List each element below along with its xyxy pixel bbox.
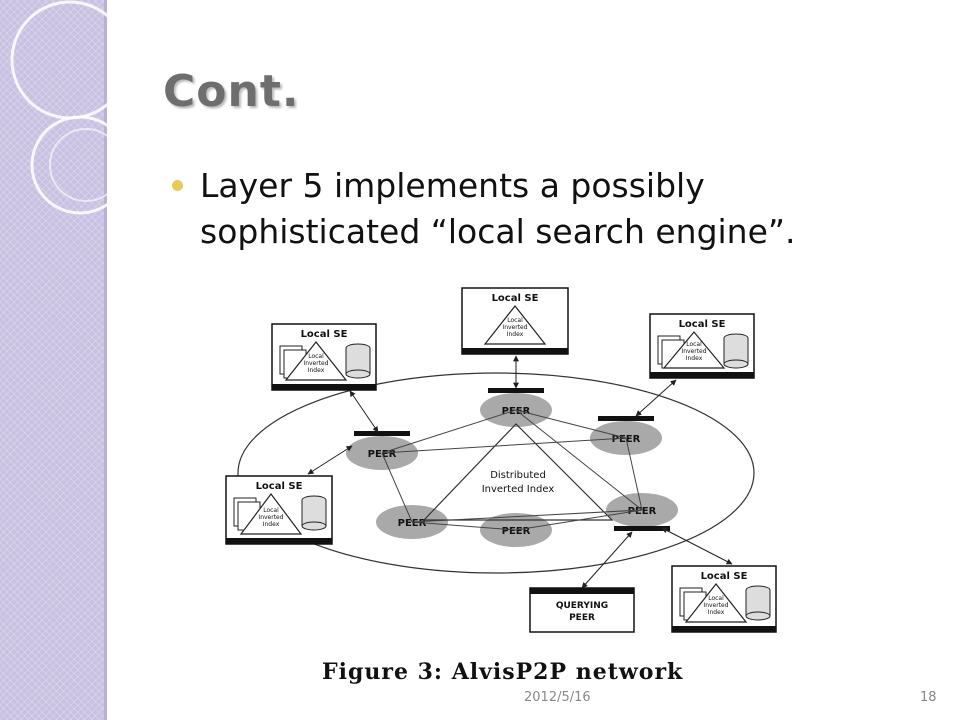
local-se-right-top-db-bottom — [723, 359, 749, 369]
local-se-left-index-triangle — [239, 493, 303, 535]
local-se-top-index-line-3: Index — [507, 331, 524, 338]
swirl-decoration — [10, 0, 130, 215]
local-se-left-top-index-triangle — [284, 341, 348, 381]
local-se-right-top-index-line-2: Inverted — [681, 348, 706, 355]
se-peer-arrow — [349, 390, 379, 433]
local-se-right-top-bar — [650, 372, 754, 378]
local-se-left-label: Local SE — [256, 481, 303, 492]
peer-bar — [614, 526, 670, 531]
local-se-bottom-right-index-triangle — [684, 583, 748, 623]
local-se-top-index-line-2: Inverted — [502, 324, 527, 331]
se-peer-arrow — [661, 527, 733, 565]
bullet-text: Layer 5 implements a possibly sophistica… — [200, 163, 795, 255]
local-se-bottom-right-db-bottom — [745, 611, 771, 621]
local-se-top-index-triangle — [483, 305, 547, 345]
querying-peer-bar — [530, 588, 634, 594]
local-se-bottom-right-index-line-3: Index — [708, 609, 725, 616]
local-se-left-index-line-1: Local — [263, 507, 279, 514]
network-ellipse — [237, 372, 755, 574]
distributed-label-line-2: Inverted Index — [482, 484, 555, 495]
network-figure: PEERPEERPEERPEERPEERPEERDistributedInver… — [200, 276, 800, 696]
peer-link — [381, 437, 627, 454]
peer-label: PEER — [502, 526, 531, 537]
local-se-left-bar — [226, 538, 332, 544]
se-peer-arrow — [581, 531, 633, 589]
sidebar-edge — [104, 0, 107, 720]
peer-link — [381, 409, 517, 454]
peer-bar — [598, 416, 654, 421]
peer-bar — [488, 388, 544, 393]
local-se-left-index-line-3: Index — [263, 521, 280, 528]
local-se-bottom-right-index-line-2: Inverted — [703, 602, 728, 609]
local-se-left-top-index-line-1: Local — [308, 353, 324, 360]
local-se-right-top-index-line-3: Index — [686, 355, 703, 362]
local-se-left-top-index-line-2: Inverted — [303, 360, 328, 367]
footer-page-number: 18 — [920, 690, 937, 705]
slide-title: Cont. — [163, 66, 300, 117]
alvis-network-diagram: PEERPEERPEERPEERPEERPEERDistributedInver… — [225, 287, 777, 633]
querying-peer-line-2: PEER — [569, 613, 595, 623]
peer-link — [411, 521, 517, 531]
bullet-line-2: sophisticated “local search engine”. — [200, 212, 796, 251]
peer-link — [515, 409, 643, 511]
local-se-left-top-label: Local SE — [301, 329, 348, 340]
local-se-left-top-db-bottom — [345, 369, 371, 379]
bullet-dot — [172, 180, 183, 191]
distributed-index-triangle — [422, 423, 614, 521]
peer-link — [515, 509, 643, 531]
local-se-right-top-label: Local SE — [679, 319, 726, 330]
local-se-left-index-line-2: Inverted — [258, 514, 283, 521]
distributed-label-line-1: Distributed — [490, 470, 546, 481]
querying-peer-frame — [529, 587, 635, 633]
local-se-bottom-right-label: Local SE — [701, 571, 748, 582]
local-se-left-db-bottom — [301, 521, 327, 531]
local-se-right-top-index-triangle — [662, 331, 726, 369]
peer-link — [381, 452, 413, 523]
local-se-bottom-right-index-line-1: Local — [708, 595, 724, 602]
local-se-left-top-bar — [272, 384, 376, 390]
local-se-top-bar — [462, 348, 568, 354]
footer-date: 2012/5/16 — [524, 690, 591, 705]
local-se-right-top-index-line-1: Local — [686, 341, 702, 348]
local-se-left-top-index-line-3: Index — [308, 367, 325, 374]
local-se-top-index-line-1: Local — [507, 317, 523, 324]
local-se-bottom-right-bar — [672, 626, 776, 632]
peer-link — [411, 509, 643, 523]
sidebar-decoration — [0, 0, 106, 720]
se-peer-arrow — [307, 445, 353, 475]
peer-link — [515, 409, 627, 439]
peer-bar — [354, 431, 410, 436]
figure-caption: Figure 3: AlvisP2P network — [322, 659, 684, 685]
se-peer-arrow — [635, 379, 677, 417]
querying-peer-line-1: QUERYING — [556, 601, 608, 611]
peer-label: PEER — [398, 518, 427, 529]
peer-label: PEER — [502, 406, 531, 417]
peer-link — [625, 437, 643, 511]
bullet-line-1: Layer 5 implements a possibly — [200, 166, 705, 205]
peer-label: PEER — [628, 506, 657, 517]
local-se-top-label: Local SE — [492, 293, 539, 304]
